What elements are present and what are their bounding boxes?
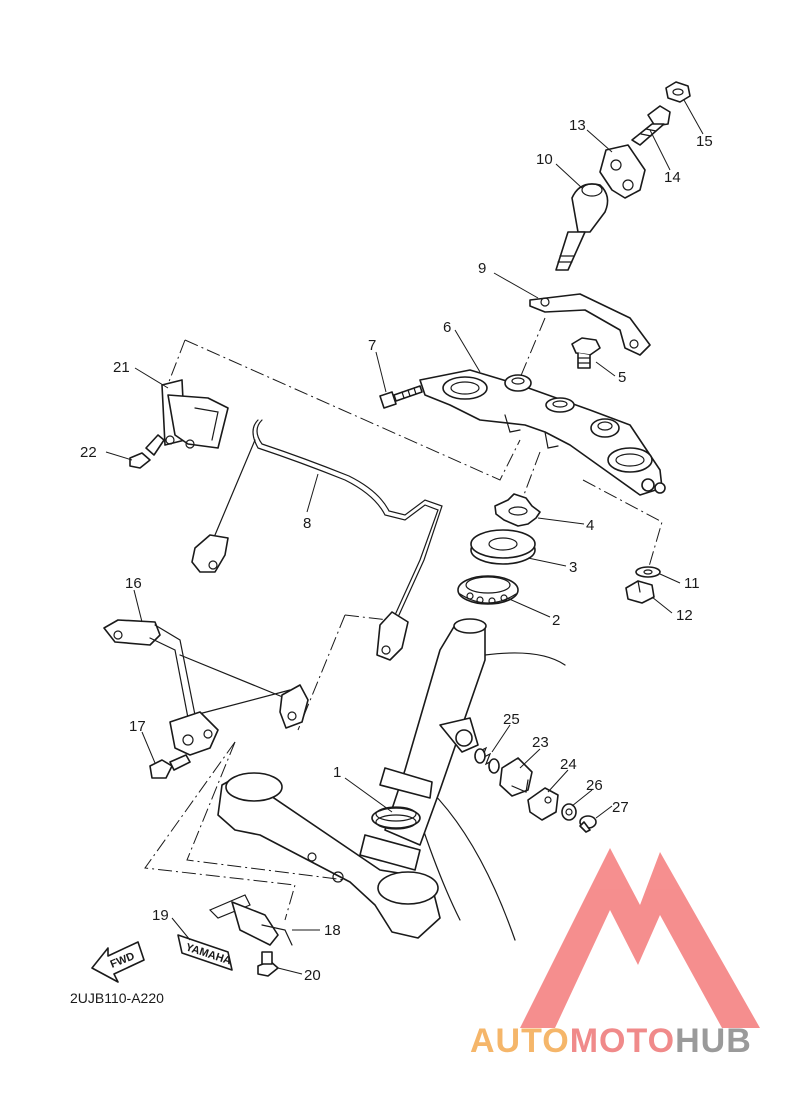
part-stem-nut: [571, 337, 601, 369]
part-bearing: [457, 575, 519, 605]
callout-22: 22: [80, 444, 97, 461]
callout-7: 7: [368, 337, 376, 354]
callout-21: 21: [113, 359, 130, 376]
callout-20: 20: [304, 967, 321, 984]
part-clamp-18: [208, 894, 293, 946]
part-bolt-17: [149, 754, 191, 779]
part-upper-bracket: [419, 369, 666, 496]
callout-26: 26: [586, 777, 603, 794]
callout-10: 10: [536, 151, 553, 168]
part-washer-11: [635, 566, 661, 578]
callout-2: 2: [552, 612, 560, 629]
part-washer-26: [561, 803, 577, 821]
leader-lines: [105, 99, 704, 975]
watermark-part-auto: AUTO: [470, 1022, 570, 1060]
watermark-part-hub: HUB: [675, 1022, 752, 1060]
callout-8: 8: [303, 515, 311, 532]
callout-27: 27: [612, 799, 629, 816]
part-nut-15: [665, 81, 691, 103]
part-cable-guide: [191, 419, 443, 661]
callout-14: 14: [664, 169, 681, 186]
part-spring-25: [474, 746, 500, 774]
part-rivet-27: [579, 815, 597, 833]
part-upper-holder: [599, 144, 646, 199]
part-emblem-19: YAMAHA: [177, 934, 233, 971]
watermark-logo: [520, 848, 760, 1028]
callout-23: 23: [532, 734, 549, 751]
part-race-cover: [470, 529, 536, 565]
callout-18: 18: [324, 922, 341, 939]
callout-6: 6: [443, 319, 451, 336]
callout-12: 12: [676, 607, 693, 624]
watermark-text: AUTOMOTOHUB: [470, 1022, 752, 1060]
callout-16: 16: [125, 575, 142, 592]
frame-background: [217, 652, 566, 941]
callout-labels: 1 2 3 4 5 6 7 8 9 10 11 12 13 14 15 16 1…: [80, 117, 713, 984]
callout-11: 11: [684, 575, 700, 592]
callout-4: 4: [586, 517, 594, 534]
part-plate-9: [529, 293, 651, 356]
part-bolt-14: [631, 105, 671, 146]
callout-19: 19: [152, 907, 169, 924]
part-plate-24: [527, 787, 559, 821]
diagram-code: 2UJB110-A220: [70, 990, 164, 1006]
part-bolt-7: [379, 385, 423, 409]
part-nut-12: [625, 580, 655, 604]
callout-9: 9: [478, 260, 486, 277]
watermark-part-moto: MOTO: [570, 1022, 675, 1060]
part-meter-bracket: [103, 619, 309, 756]
part-lock-23: [499, 757, 533, 797]
callout-25: 25: [503, 711, 520, 728]
part-screw-20: [257, 951, 279, 977]
part-bracket-21: [161, 379, 229, 449]
callout-24: 24: [560, 756, 577, 773]
part-steering-stem: [359, 618, 487, 871]
callout-15: 15: [696, 133, 713, 150]
part-screw-22: [129, 434, 165, 469]
callout-17: 17: [129, 718, 146, 735]
callout-1: 1: [333, 764, 341, 781]
part-ring-nut: [494, 493, 541, 527]
fwd-arrow: FWD: [91, 941, 145, 983]
callout-13: 13: [569, 117, 586, 134]
callout-5: 5: [618, 369, 626, 386]
callout-3: 3: [569, 559, 577, 576]
part-handlebar-holder: [555, 183, 609, 271]
